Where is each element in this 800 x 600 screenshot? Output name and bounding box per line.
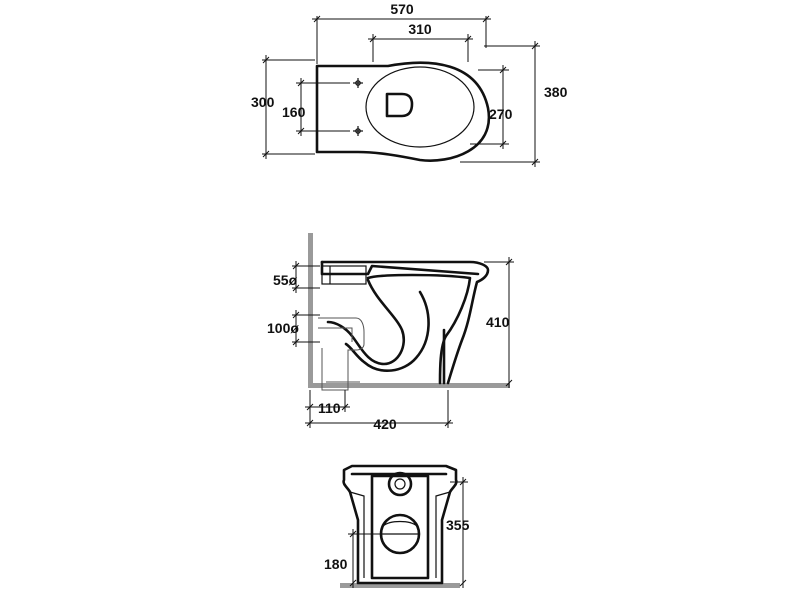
back-view-outline (342, 464, 458, 585)
back-view: 355 180 (324, 464, 470, 588)
side-view-trapway (326, 278, 405, 366)
top-view-outlet-hole (385, 92, 414, 118)
dim-380 (460, 41, 540, 167)
dim-355 (450, 477, 468, 588)
side-view-inlet (321, 265, 367, 285)
dim-310 (368, 34, 473, 62)
dim-420 (305, 390, 453, 428)
top-view-fixing-hole-upper (353, 78, 363, 88)
label-270: 270 (489, 106, 513, 122)
top-view-fixing-hole-lower (353, 126, 363, 136)
label-310: 310 (408, 21, 432, 37)
dim-570 (312, 15, 491, 64)
side-view-outlet-pipe (318, 317, 365, 391)
side-view-body (320, 260, 490, 385)
label-100: 100ø (267, 320, 299, 336)
label-420: 420 (373, 416, 397, 432)
side-view-wall (308, 233, 313, 388)
label-160: 160 (282, 104, 306, 120)
dim-300 (262, 55, 315, 159)
side-view-bowl (366, 273, 472, 385)
label-180: 180 (324, 556, 348, 572)
dim-160 (296, 78, 350, 136)
label-380: 380 (544, 84, 568, 100)
top-view-outline (315, 61, 491, 162)
side-view-rim (320, 260, 480, 276)
dim-410 (484, 257, 514, 388)
side-view-trapway-outer (344, 290, 430, 372)
label-410: 410 (486, 314, 510, 330)
label-300: 300 (251, 94, 275, 110)
side-view-floor (308, 383, 510, 388)
dim-110 (305, 390, 350, 412)
dim-100 (292, 310, 320, 347)
label-570: 570 (390, 1, 414, 17)
back-view-floor (340, 583, 460, 588)
dim-270 (470, 65, 509, 149)
label-355: 355 (446, 517, 470, 533)
label-55: 55ø (273, 272, 298, 288)
back-view-inlet (387, 471, 413, 497)
back-view-recess (370, 474, 430, 580)
top-view: 570 310 380 270 300 160 (251, 1, 568, 167)
dim-180 (348, 529, 380, 588)
label-110: 110 (318, 400, 341, 416)
dim-55 (292, 261, 320, 293)
side-view: 55ø 100ø 410 110 420 (267, 233, 514, 432)
top-view-bowl (365, 66, 475, 148)
